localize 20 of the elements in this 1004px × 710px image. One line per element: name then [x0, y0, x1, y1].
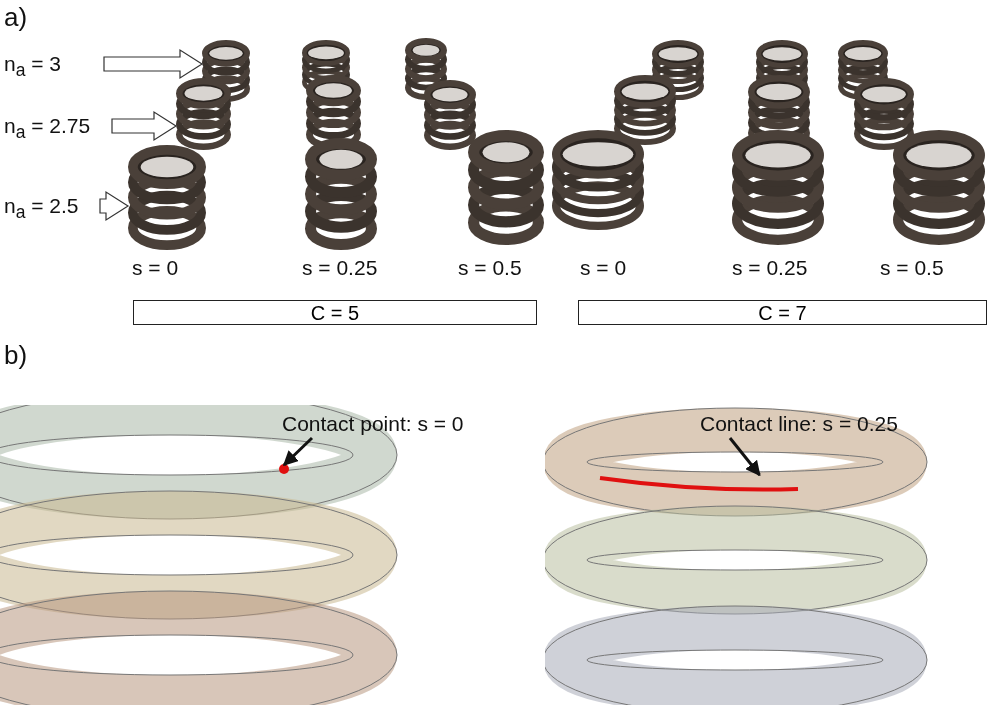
annotation-text: Contact point: s = 0 [282, 408, 492, 438]
panel-label: b) [4, 340, 28, 371]
annotation-text: n$_{a}$ = 2.5 [4, 190, 100, 222]
axis-value-label: s = 0.5 [458, 256, 522, 280]
arrow [103, 48, 204, 80]
axis-value-label: s = 0.25 [302, 256, 378, 280]
annotation-text: Contact line: s = 0.25 [700, 408, 920, 438]
annotation-text: n$_{a}$ = 3 [4, 48, 104, 80]
group-label-box: C = 5 [133, 300, 537, 325]
axis-value-label: s = 0 [580, 256, 627, 280]
arrow [111, 110, 178, 142]
axis-value-label: s = 0.25 [732, 256, 808, 280]
axis-value-label: s = 0.5 [880, 256, 944, 280]
arrow [282, 436, 314, 467]
arrow [99, 190, 130, 222]
group-label-box: C = 7 [578, 300, 987, 325]
panel-label: a) [4, 2, 28, 33]
axis-value-label: s = 0 [132, 256, 179, 280]
arrow [728, 437, 761, 477]
annotation-text: n$_{a}$ = 2.75 [4, 110, 112, 142]
